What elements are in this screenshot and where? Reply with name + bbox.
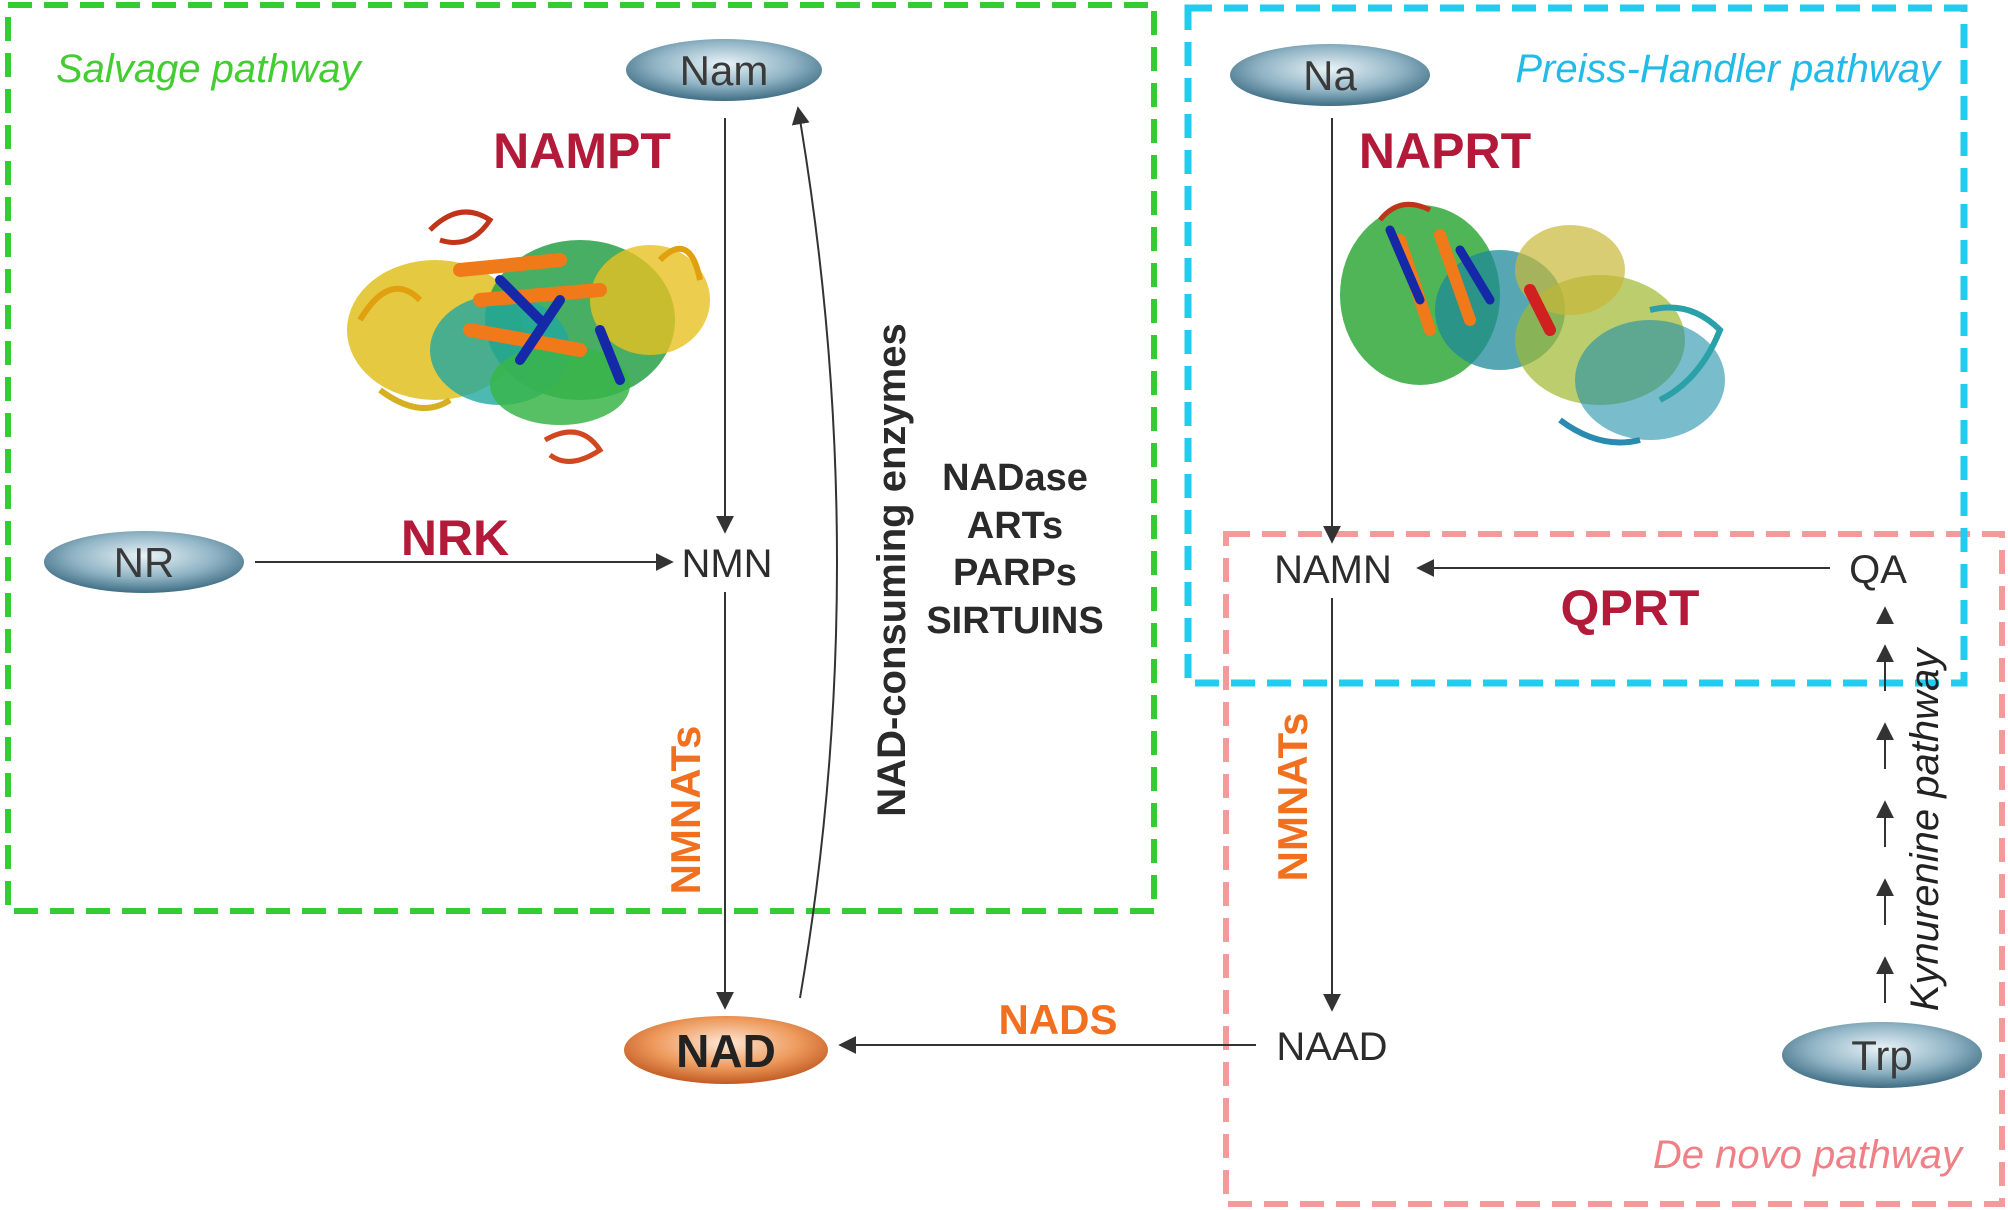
nr-node: NR xyxy=(44,531,244,593)
naad-label: NAAD xyxy=(1276,1025,1387,1069)
nmn-label: NMN xyxy=(681,542,772,586)
salvage-pathway-box xyxy=(5,2,1157,914)
na-node: Na xyxy=(1230,44,1430,106)
consumer-sirtuins: SIRTUINS xyxy=(926,600,1103,642)
nam-node: Nam xyxy=(626,39,822,101)
kynurenine-pathway-label: Kynurenine pathway xyxy=(1903,646,1947,1011)
naprt-protein-structure xyxy=(1340,201,1725,446)
de-novo-pathway-box xyxy=(1223,531,2005,1207)
salvage-pathway-label: Salvage pathway xyxy=(56,47,364,91)
qa-label: QA xyxy=(1849,548,1907,592)
de-novo-pathway-label: De novo pathway xyxy=(1653,1133,1965,1177)
nmnats-right-label: NMNATs xyxy=(1269,713,1316,882)
nad-label: NAD xyxy=(676,1025,776,1077)
consumer-arts: ARTs xyxy=(967,505,1063,547)
namn-label: NAMN xyxy=(1274,548,1392,592)
consumer-nadase: NADase xyxy=(942,457,1088,499)
nad-consuming-enzymes-label: NAD-consuming enzymes xyxy=(870,323,914,816)
na-label: Na xyxy=(1303,52,1357,99)
consumer-parps: PARPs xyxy=(953,552,1077,594)
preiss-handler-pathway-box xyxy=(1184,4,1968,687)
nmnats-left-label: NMNATs xyxy=(662,726,709,895)
nam-label: Nam xyxy=(680,47,769,94)
qprt-label: QPRT xyxy=(1561,580,1700,636)
arrow-nad-to-nam xyxy=(791,106,838,999)
preiss-handler-pathway-label: Preiss-Handler pathway xyxy=(1515,47,1943,91)
nampt-label: NAMPT xyxy=(493,123,671,179)
trp-label: Trp xyxy=(1851,1032,1912,1079)
nampt-protein-structure xyxy=(347,209,710,464)
nads-label: NADS xyxy=(998,996,1117,1043)
naprt-label: NAPRT xyxy=(1359,123,1531,179)
nad-node: NAD xyxy=(624,1016,828,1084)
nrk-label: NRK xyxy=(401,510,509,566)
nr-label: NR xyxy=(114,539,175,586)
trp-node: Trp xyxy=(1782,1022,1982,1088)
